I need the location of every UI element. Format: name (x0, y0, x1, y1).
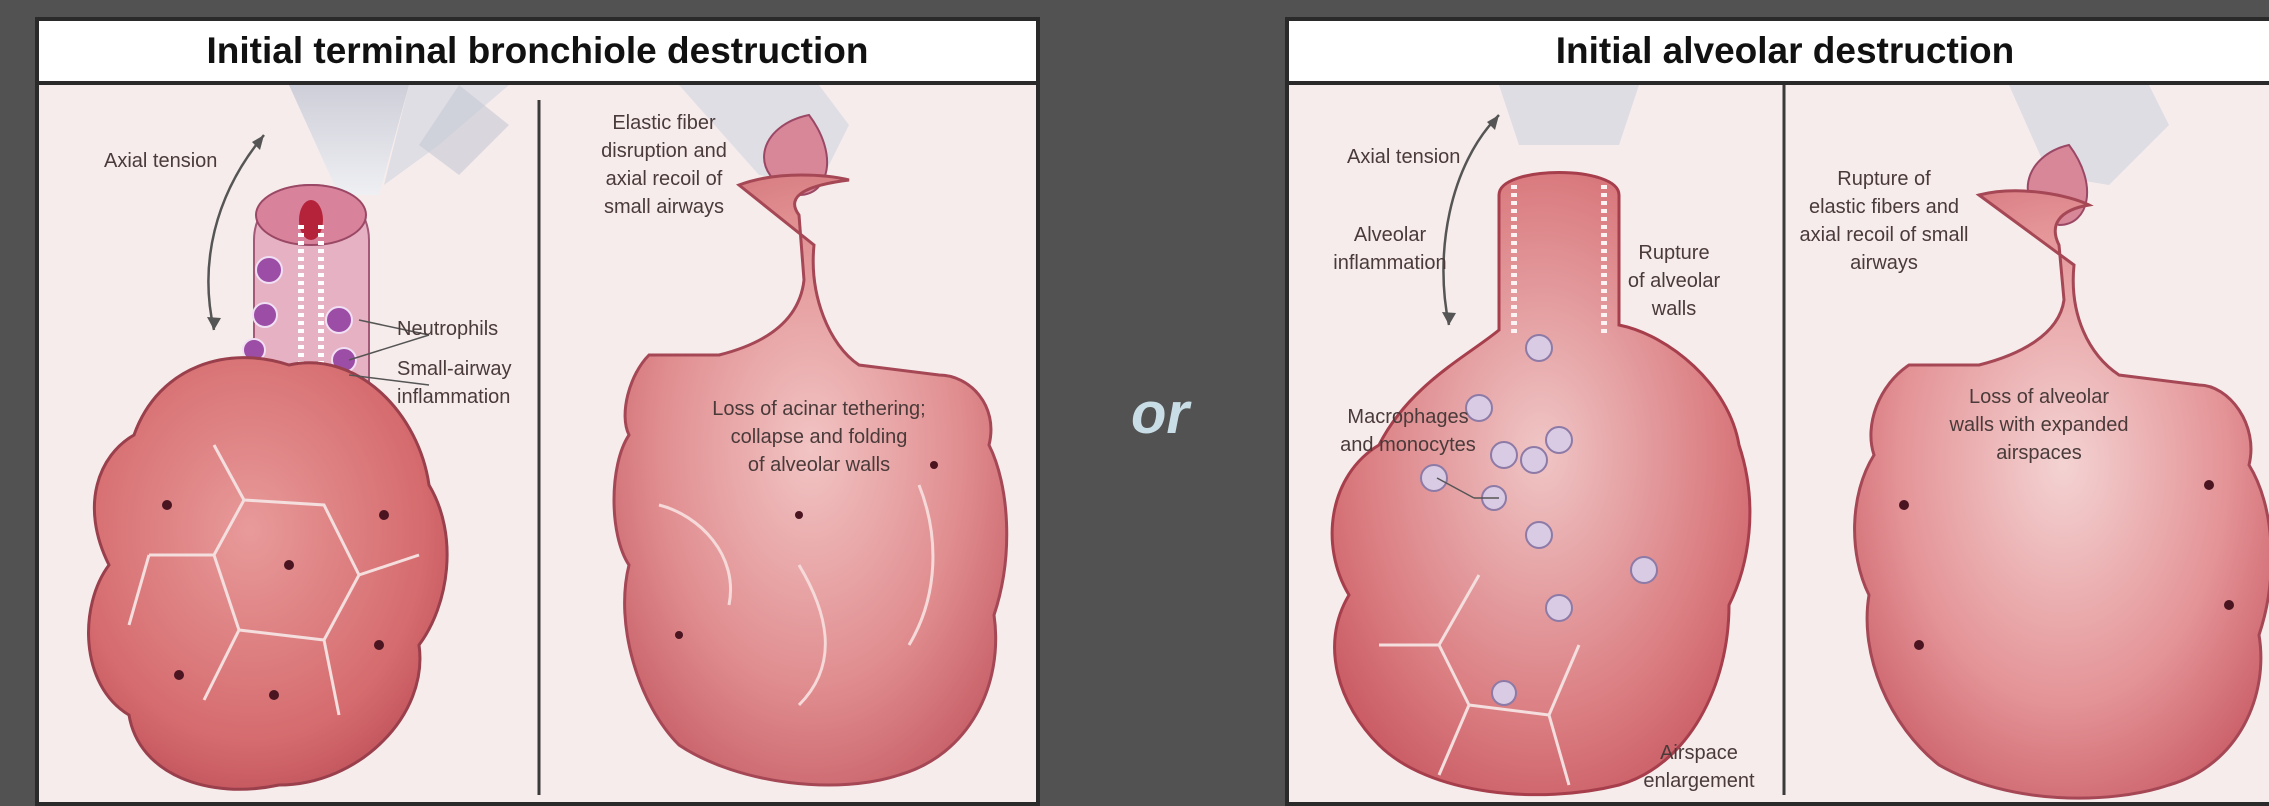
label-rupture-fibers-line3: axial recoil of small (1784, 221, 1984, 249)
label-elastic-line3: axial recoil of (564, 165, 764, 193)
label-rupture-fibers-line4: airways (1784, 249, 1984, 277)
label-rupture-walls-line2: of alveolar (1599, 267, 1749, 295)
label-loss-line1: Loss of acinar tethering; (659, 395, 979, 423)
label-rupture-walls-line3: walls (1599, 295, 1749, 323)
panel-title: Initial alveolar destruction (1289, 21, 2269, 85)
label-airspace-line1: Airspace (1624, 739, 1774, 767)
label-loss-line2: collapse and folding (659, 423, 979, 451)
label-elastic-line2: disruption and (564, 137, 764, 165)
label-loss-line3: airspaces (1919, 439, 2159, 467)
label-small-airway-line1: Small-airway (397, 355, 511, 383)
label-macrophages-line1: Macrophages (1333, 403, 1483, 431)
alveolar-cluster (89, 358, 448, 790)
membrane-fan (289, 85, 509, 195)
label-loss-line2: walls with expanded (1919, 411, 2159, 439)
label-small-airway-line2: inflammation (397, 383, 510, 411)
label-rupture-walls-line1: Rupture (1599, 239, 1749, 267)
label-loss-line3: of alveolar walls (659, 451, 979, 479)
panel-alveolar: Initial alveolar destruction (1285, 17, 2269, 806)
label-neutrophils: Neutrophils (397, 315, 498, 343)
label-loss-line1: Loss of alveolar (1919, 383, 2159, 411)
label-alveolar-line2: inflammation (1325, 249, 1455, 277)
label-alveolar-line1: Alveolar (1325, 221, 1455, 249)
label-rupture-fibers-line1: Rupture of (1784, 165, 1984, 193)
or-separator: or (1130, 380, 1190, 447)
label-macrophages-line2: and monocytes (1333, 431, 1483, 459)
panel-title: Initial terminal bronchiole destruction (39, 21, 1036, 85)
label-elastic-line1: Elastic fiber (564, 109, 764, 137)
label-axial-tension: Axial tension (104, 147, 217, 175)
label-rupture-fibers-line2: elastic fibers and (1784, 193, 1984, 221)
label-axial-tension: Axial tension (1347, 143, 1460, 171)
panel-terminal-bronchiole: Initial terminal bronchiole destruction (35, 17, 1040, 806)
label-airspace-line2: enlargement (1624, 767, 1774, 795)
label-elastic-line4: small airways (564, 193, 764, 221)
